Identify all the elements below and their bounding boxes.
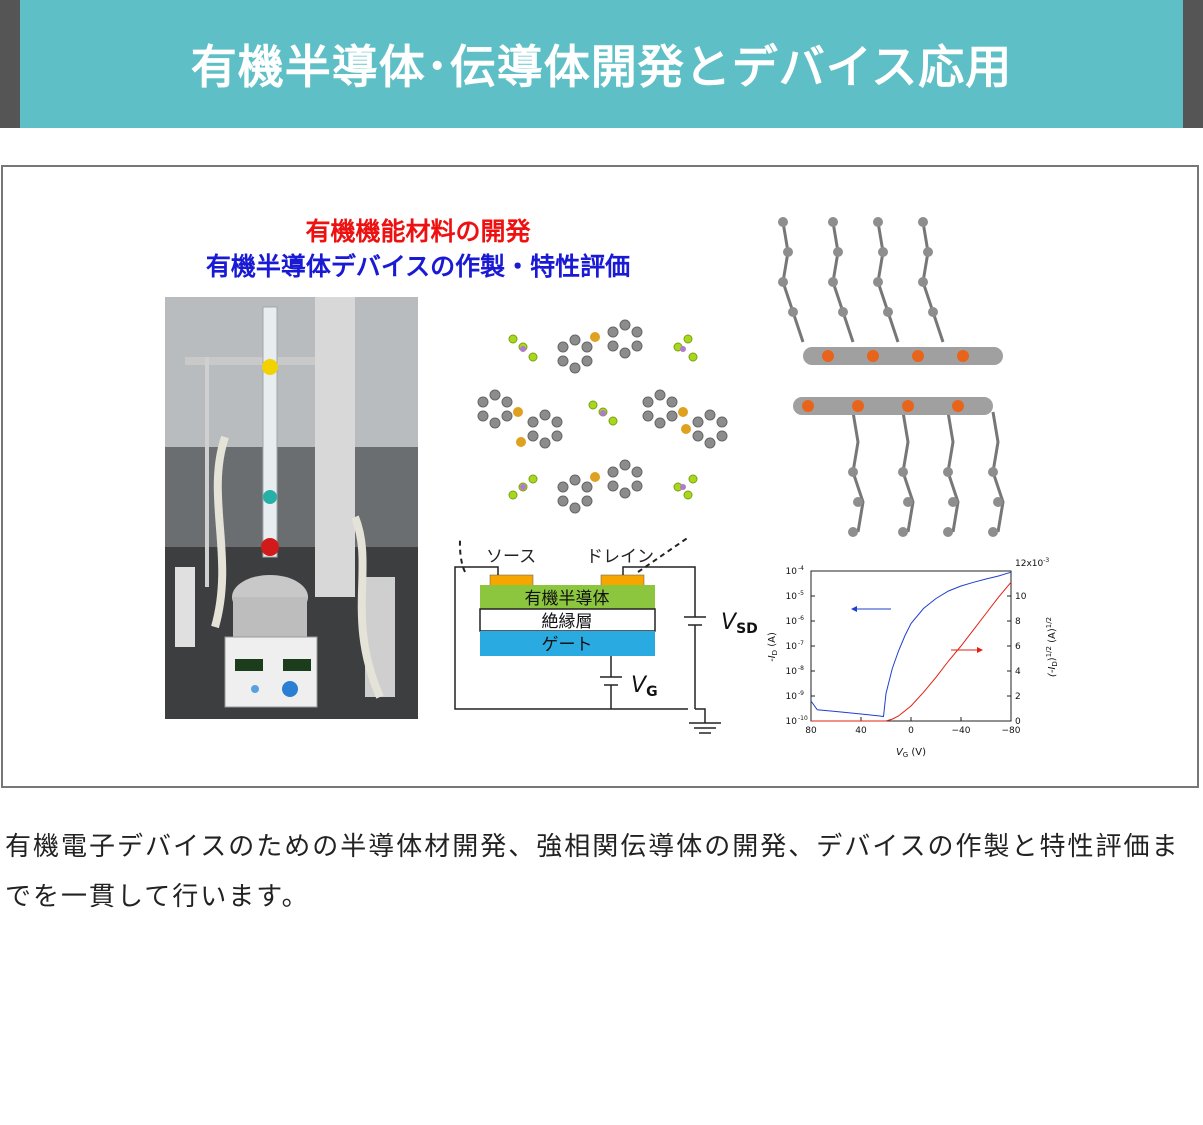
x-tick-label: −80 bbox=[1002, 726, 1021, 736]
sqrt-current-curve bbox=[811, 581, 1012, 722]
plot-area bbox=[810, 570, 1012, 722]
blue-arrowhead bbox=[851, 606, 857, 612]
right-tick-label: 6 bbox=[1015, 642, 1021, 652]
vsd-label: VSD bbox=[721, 610, 758, 637]
vg-label: VG bbox=[631, 673, 658, 700]
right-tick-label: 0 bbox=[1015, 717, 1021, 727]
arrow-to-molecules bbox=[458, 537, 466, 573]
header-left-accent bbox=[0, 0, 20, 128]
x-tick-label: 40 bbox=[855, 726, 867, 736]
x-tick-label: 0 bbox=[908, 726, 914, 736]
left-tick-label: 10 bbox=[786, 617, 798, 627]
right-tick-label: 4 bbox=[1015, 667, 1021, 677]
right-axis-multiplier: 12x10-3 bbox=[1015, 557, 1049, 569]
drain-label: ドレイン bbox=[586, 547, 654, 567]
series-axis-arrows bbox=[851, 606, 983, 653]
page-title: 有機半導体･伝導体開発とデバイス応用 bbox=[190, 40, 1013, 94]
left-tick-exponent: -8 bbox=[798, 665, 804, 672]
insulator-label: 絶縁層 bbox=[542, 612, 593, 632]
left-tick-label: 10 bbox=[786, 717, 798, 727]
left-tick-label: 10 bbox=[786, 692, 798, 702]
molecular-packing-diagram bbox=[477, 319, 728, 514]
lab-apparatus-photo bbox=[165, 297, 418, 719]
left-tick-label: 10 bbox=[786, 642, 798, 652]
left-axis-label: -ID (A) bbox=[767, 632, 779, 662]
gate-label: ゲート bbox=[542, 635, 593, 655]
right-tick-label: 8 bbox=[1015, 617, 1021, 627]
semiconductor-label: 有機半導体 bbox=[525, 589, 610, 609]
left-tick-exponent: -5 bbox=[798, 590, 804, 597]
left-tick-exponent: -4 bbox=[798, 565, 804, 572]
left-tick-exponent: -9 bbox=[798, 690, 804, 697]
left-tick-exponent: -10 bbox=[798, 715, 808, 722]
gate-layer bbox=[480, 631, 655, 656]
left-tick-label: 10 bbox=[786, 667, 798, 677]
left-axis-ticks: 10-410-510-610-710-810-910-10 bbox=[786, 565, 815, 727]
description-text: 有機電子デバイスのための半導体材開発、強相関伝導体の開発、デバイスの作製と特性評… bbox=[5, 832, 1180, 912]
chart-series bbox=[810, 571, 1012, 722]
x-axis-label: VG (V) bbox=[896, 747, 926, 759]
left-tick-exponent: -6 bbox=[798, 615, 804, 622]
left-tick-label: 10 bbox=[786, 567, 798, 577]
semiconductor-layer bbox=[480, 585, 655, 609]
x-tick-label: −40 bbox=[952, 726, 971, 736]
crystal-structure-diagram bbox=[778, 217, 1005, 537]
right-tick-label: 2 bbox=[1015, 692, 1021, 702]
research-figure: 有機機能材料の開発 有機半導体デバイスの作製・特性評価 bbox=[1, 165, 1199, 788]
right-axis-ticks: 10 8 6 4 2 0 bbox=[1007, 592, 1027, 727]
log-current-curve bbox=[810, 571, 1012, 718]
figure-title-devices: 有機半導体デバイスの作製・特性評価 bbox=[205, 252, 631, 281]
figure-title-materials: 有機機能材料の開発 bbox=[305, 217, 531, 246]
right-tick-label: 10 bbox=[1015, 592, 1027, 602]
x-axis-ticks: 80 40 0 −40 −80 bbox=[805, 717, 1021, 736]
right-axis-label: (-ID)1/2 (A)1/2 bbox=[1045, 617, 1059, 677]
source-label: ソース bbox=[486, 547, 536, 567]
ofet-device-scheme: ソース ドレイン 有機半導体 絶縁層 ゲート VSD VG bbox=[454, 537, 758, 734]
left-tick-exponent: -7 bbox=[798, 640, 804, 647]
header-right-accent bbox=[1183, 0, 1203, 128]
x-tick-label: 80 bbox=[805, 726, 817, 736]
page-header: 有機半導体･伝導体開発とデバイス応用 bbox=[0, 0, 1203, 128]
red-arrowhead bbox=[977, 647, 983, 653]
left-tick-label: 10 bbox=[786, 592, 798, 602]
